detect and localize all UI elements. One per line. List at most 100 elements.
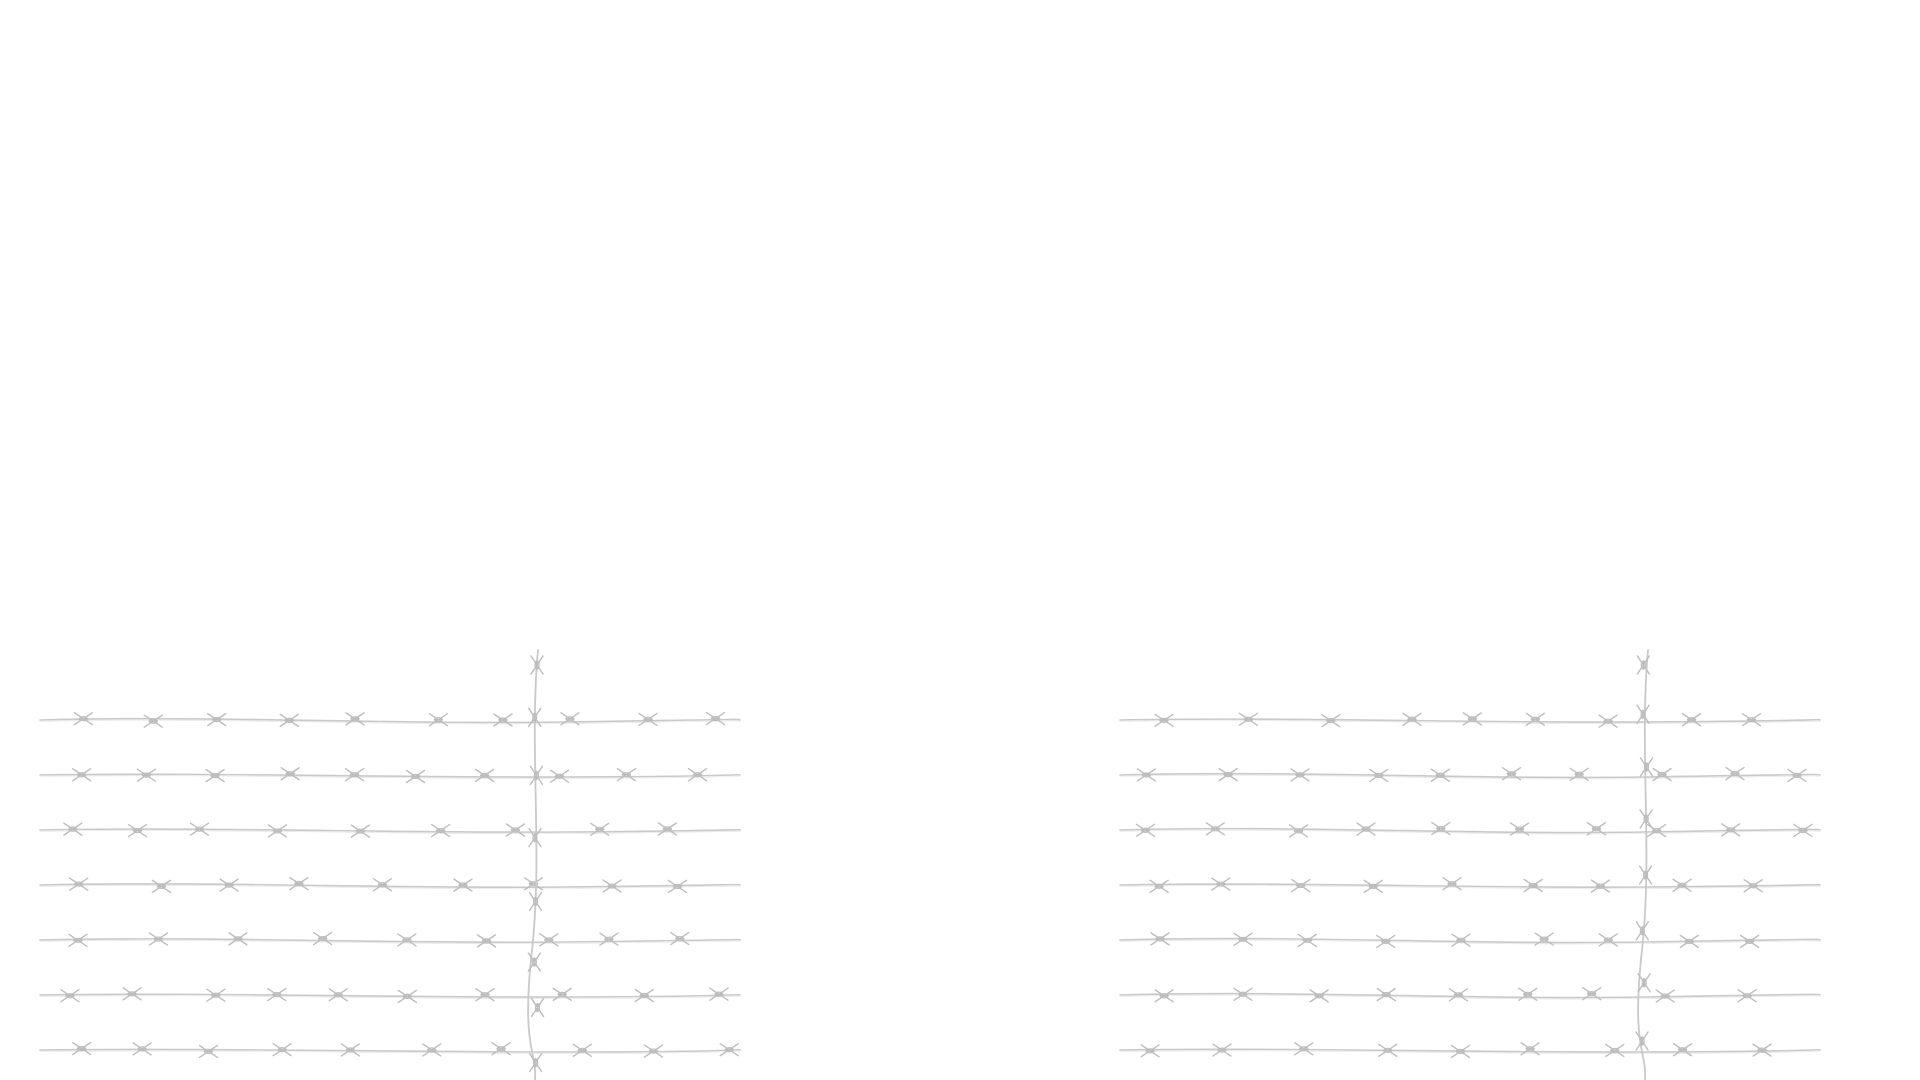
right-barb-4-5 — [1442, 876, 1462, 891]
right-barb-4-2 — [1211, 877, 1231, 891]
right-barb-6-9 — [1737, 988, 1757, 1003]
left-barb-vertical-2 — [527, 707, 542, 728]
left-barb-3-8 — [590, 822, 610, 837]
right-barb-4-3 — [1291, 878, 1311, 893]
right-barb-vertical-3 — [1639, 757, 1654, 777]
left-barb-3-3 — [189, 822, 210, 836]
left-barb-3-2 — [127, 823, 148, 838]
right-barb-5-5 — [1451, 933, 1471, 947]
right-barb-5-4 — [1376, 934, 1396, 949]
right-wire-strand-4 — [1119, 876, 1821, 894]
right-barb-5-6 — [1534, 932, 1554, 946]
left-barb-6-9 — [634, 988, 654, 1003]
left-barb-4-4 — [289, 876, 309, 891]
left-wire-vertical — [527, 649, 545, 1080]
left-barb-1-5 — [345, 712, 365, 726]
left-barb-7-2 — [132, 1042, 152, 1056]
left-barb-1-2 — [143, 714, 163, 728]
left-barb-vertical-3 — [529, 765, 544, 786]
left-barb-vertical-4 — [528, 827, 542, 848]
right-barb-vertical-5 — [1638, 865, 1653, 885]
left-barb-vertical-1 — [530, 655, 544, 675]
right-barb-6-6 — [1518, 987, 1538, 1001]
right-barb-7-6 — [1520, 1042, 1540, 1056]
right-barb-vertical-2 — [1636, 704, 1650, 724]
barbed-wire-fence-right — [1119, 649, 1840, 1080]
left-barb-5-5 — [397, 933, 417, 947]
left-barb-3-4 — [267, 824, 288, 838]
left-barb-3-6 — [430, 823, 451, 838]
left-barb-5-8 — [599, 932, 619, 946]
right-barb-1-2 — [1238, 712, 1259, 726]
left-barb-1-8 — [560, 712, 580, 726]
left-barb-1-6 — [428, 712, 449, 727]
right-barb-5-1 — [1150, 932, 1170, 946]
right-barb-1-3 — [1321, 713, 1341, 728]
left-wire-strand-4 — [39, 876, 741, 894]
left-barb-6-7 — [475, 988, 495, 1002]
right-barb-6-3 — [1309, 989, 1329, 1003]
left-barb-vertical-7 — [530, 997, 545, 1018]
left-barb-2-6 — [405, 769, 426, 784]
left-barb-3-7 — [505, 823, 526, 837]
right-barb-7-4 — [1378, 1043, 1398, 1058]
right-barb-4-1 — [1149, 879, 1169, 894]
left-barb-4-8 — [602, 879, 622, 893]
barbed-wire-fence-left — [39, 649, 760, 1080]
left-barb-1-1 — [73, 712, 94, 726]
left-barb-5-3 — [228, 932, 248, 946]
right-wire-vertical — [1635, 649, 1654, 1080]
left-barb-7-4 — [272, 1042, 292, 1057]
left-barb-4-6 — [453, 878, 473, 892]
left-barb-4-7 — [523, 877, 544, 891]
left-wire-strand-5 — [39, 931, 741, 948]
right-barb-4-4 — [1363, 879, 1383, 894]
left-barb-4-9 — [667, 879, 688, 894]
left-wire-strand-7 — [39, 1041, 741, 1059]
left-barb-6-8 — [552, 987, 572, 1002]
right-wire-strand-3 — [1119, 821, 1821, 838]
right-barb-6-4 — [1376, 987, 1396, 1002]
left-barb-6-10 — [709, 987, 729, 1001]
right-barb-2-7 — [1569, 767, 1589, 781]
left-barb-2-10 — [687, 767, 708, 782]
right-barb-7-3 — [1294, 1042, 1314, 1056]
left-barb-5-7 — [539, 933, 559, 947]
left-barb-7-5 — [340, 1043, 361, 1057]
right-barb-2-6 — [1501, 767, 1522, 781]
right-barb-1-1 — [1154, 713, 1174, 728]
right-barb-3-3 — [1288, 824, 1309, 838]
right-barb-5-3 — [1297, 933, 1317, 948]
left-barb-6-6 — [397, 989, 418, 1004]
left-barb-7-8 — [572, 1043, 592, 1058]
left-barb-vertical-5 — [528, 891, 543, 912]
left-barb-5-4 — [312, 931, 333, 946]
right-barb-3-10 — [1793, 823, 1813, 838]
right-barb-1-6 — [1525, 712, 1546, 727]
left-barb-2-8 — [549, 769, 570, 783]
right-barb-3-9 — [1721, 823, 1741, 837]
left-barb-6-3 — [206, 988, 226, 1002]
right-barb-2-9 — [1725, 766, 1745, 781]
left-barb-2-4 — [280, 767, 300, 781]
left-barb-3-1 — [63, 822, 83, 836]
right-barb-3-1 — [1135, 823, 1156, 837]
right-barb-7-2 — [1212, 1043, 1232, 1057]
left-barb-4-1 — [69, 877, 89, 891]
right-barb-2-10 — [1787, 768, 1807, 783]
right-barb-vertical-1 — [1636, 655, 1651, 675]
right-barb-2-1 — [1136, 768, 1157, 782]
left-barb-7-10 — [719, 1043, 739, 1057]
right-barb-6-7 — [1582, 987, 1602, 1001]
left-barb-7-7 — [491, 1042, 511, 1056]
right-barb-1-5 — [1462, 712, 1483, 726]
left-barb-7-1 — [71, 1041, 92, 1056]
left-wire-strand-3 — [39, 822, 741, 838]
right-barb-4-6 — [1523, 878, 1543, 893]
right-wire-strand-7 — [1119, 1042, 1821, 1059]
left-barb-1-10 — [705, 711, 726, 726]
left-wire-strand-6 — [39, 987, 741, 1004]
left-barb-1-9 — [638, 712, 658, 727]
right-barb-6-2 — [1233, 987, 1253, 1001]
right-barb-1-7 — [1598, 714, 1618, 728]
